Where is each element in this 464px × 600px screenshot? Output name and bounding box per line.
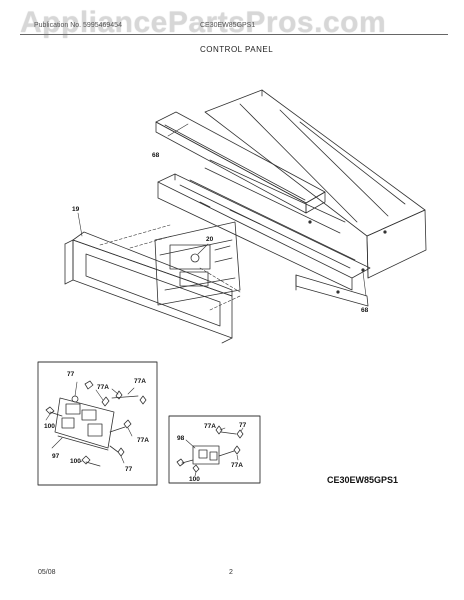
callout-77a-detail2-b: 77A: [231, 462, 243, 469]
header-publication-number: Publication No. 5995469454: [34, 22, 122, 29]
header-divider: [20, 34, 448, 35]
callout-77a-detail1-a: 77A: [97, 384, 109, 391]
callout-77-detail1-bottom: 77: [125, 466, 133, 473]
callout-97-detail1: 97: [52, 453, 60, 460]
callout-77-detail1-top: 77: [67, 371, 75, 378]
callout-68-panel: 68: [361, 307, 369, 314]
model-number-label: CE30EW85GPS1: [327, 475, 399, 485]
callout-77a-detail2: 77A: [204, 423, 216, 430]
callout-77a-detail1-b: 77A: [134, 378, 146, 385]
callout-20-control-board: 20: [206, 236, 214, 243]
control-board: [154, 221, 241, 306]
callout-77a-detail1-c: 77A: [137, 437, 149, 444]
footer-page-number: 2: [229, 569, 233, 576]
top-channel-bracket: [155, 111, 326, 214]
detail-box-relay-mounting: [168, 415, 261, 484]
callout-100-detail1-bottom: 100: [70, 458, 81, 465]
section-title: CONTROL PANEL: [200, 45, 274, 54]
callout-98-detail2: 98: [177, 435, 185, 442]
top-panel-frame: [204, 89, 427, 279]
lower-rails: [157, 159, 371, 307]
watermark-logo: AppliancePartsPros.com: [20, 6, 387, 39]
footer-date: 05/08: [38, 569, 56, 576]
callout-68-bracket: 68: [152, 152, 160, 159]
callout-19-front-panel: 19: [72, 206, 80, 213]
callout-77-detail2: 77: [239, 422, 247, 429]
header-model-number: CE30EW85GPS1: [200, 22, 256, 29]
callout-100-detail2: 100: [189, 476, 200, 483]
leader-lines: [77, 123, 367, 297]
front-control-panel: [64, 231, 233, 344]
callout-100-detail1-left: 100: [44, 423, 55, 430]
detail-box-board-mounting: [37, 361, 158, 486]
